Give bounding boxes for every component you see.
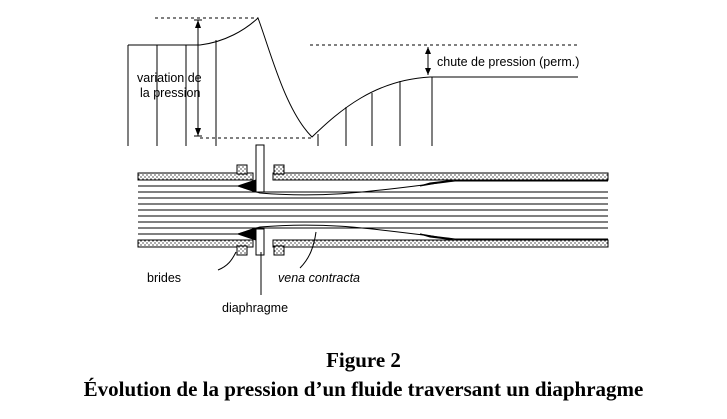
recirculation-zone xyxy=(236,179,257,193)
pressure-variation-label-line2: la pression xyxy=(140,86,200,100)
flange-top-right xyxy=(273,164,285,175)
arrow-head-up xyxy=(425,47,431,54)
orifice-plate-top xyxy=(255,144,265,193)
recirculation-zone xyxy=(236,227,257,241)
streamline xyxy=(138,224,608,240)
recirculation-zone xyxy=(419,233,456,241)
pipe-wall-bottom-left xyxy=(137,239,254,248)
pressure-profile xyxy=(127,17,578,146)
streamline xyxy=(138,180,608,196)
pipe xyxy=(137,144,609,256)
pipe-wall-top-left xyxy=(137,172,254,181)
flange-top-left xyxy=(236,164,248,175)
pressure-drop-label: chute de pression (perm.) xyxy=(437,55,579,69)
vena-contracta-label: vena contracta xyxy=(278,271,360,285)
arrow-head-up xyxy=(195,20,201,28)
pipe-wall-bottom-right xyxy=(272,239,609,248)
pressure-curve xyxy=(199,17,578,138)
flange-leader-line xyxy=(217,251,237,271)
orifice-plate-pressure-diagram: variation de la pression chute de pressi… xyxy=(127,17,609,315)
figure-number: Figure 2 xyxy=(326,348,401,372)
figure-title: Évolution de la pression d’un fluide tra… xyxy=(83,377,644,401)
vena-contracta-leader-line xyxy=(299,231,317,269)
flange-bottom-right xyxy=(273,245,285,256)
orifice-plate-bottom xyxy=(255,228,265,256)
arrow-head-down xyxy=(195,128,201,136)
flanges-label: brides xyxy=(147,271,181,285)
orifice-plate-label: diaphragme xyxy=(222,301,288,315)
pipe-wall-top-right xyxy=(272,172,609,181)
pressure-variation-label-line1: variation de xyxy=(137,71,202,85)
flange-bottom-left xyxy=(236,245,248,256)
arrow-head-down xyxy=(425,68,431,75)
recirculation-zone xyxy=(419,179,456,187)
